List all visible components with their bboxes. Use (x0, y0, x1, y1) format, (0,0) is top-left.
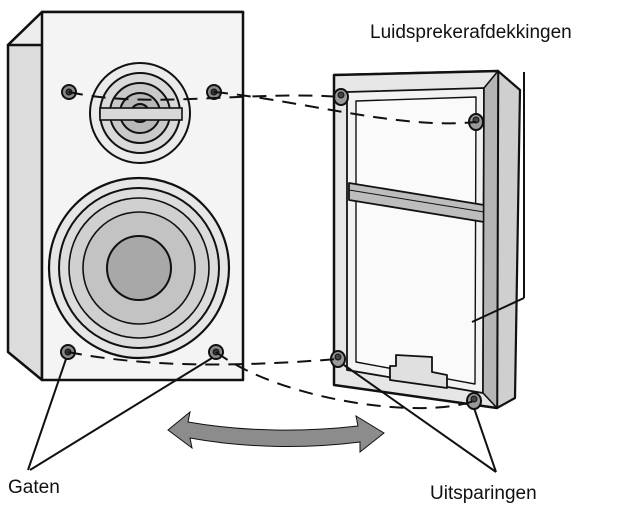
alignment-dashed-lines (67, 91, 477, 410)
leader-recess-right (473, 407, 497, 473)
peg-top-left (333, 88, 349, 106)
tweeter (89, 62, 191, 164)
leader-recess-left (343, 364, 497, 473)
peg-bottom-right (466, 392, 482, 410)
holes-label: Gaten (8, 477, 60, 498)
dash-bottom-left (67, 351, 339, 366)
rotation-arrow (167, 410, 385, 454)
dash-bottom-right (215, 351, 475, 410)
dash-top-right (213, 91, 477, 125)
leader-cover-tail (471, 297, 525, 323)
leader-holes-right (29, 357, 213, 471)
recesses-label: Uitsparingen (430, 483, 537, 504)
speaker-cover (332, 69, 522, 410)
dash-top-left (68, 91, 342, 101)
speaker-covers-label: Luidsprekerafdekkingen (370, 22, 572, 43)
leader-holes-left (27, 358, 67, 471)
leader-lines (27, 72, 525, 473)
woofer (47, 176, 231, 360)
hole-bottom-left (60, 344, 76, 360)
